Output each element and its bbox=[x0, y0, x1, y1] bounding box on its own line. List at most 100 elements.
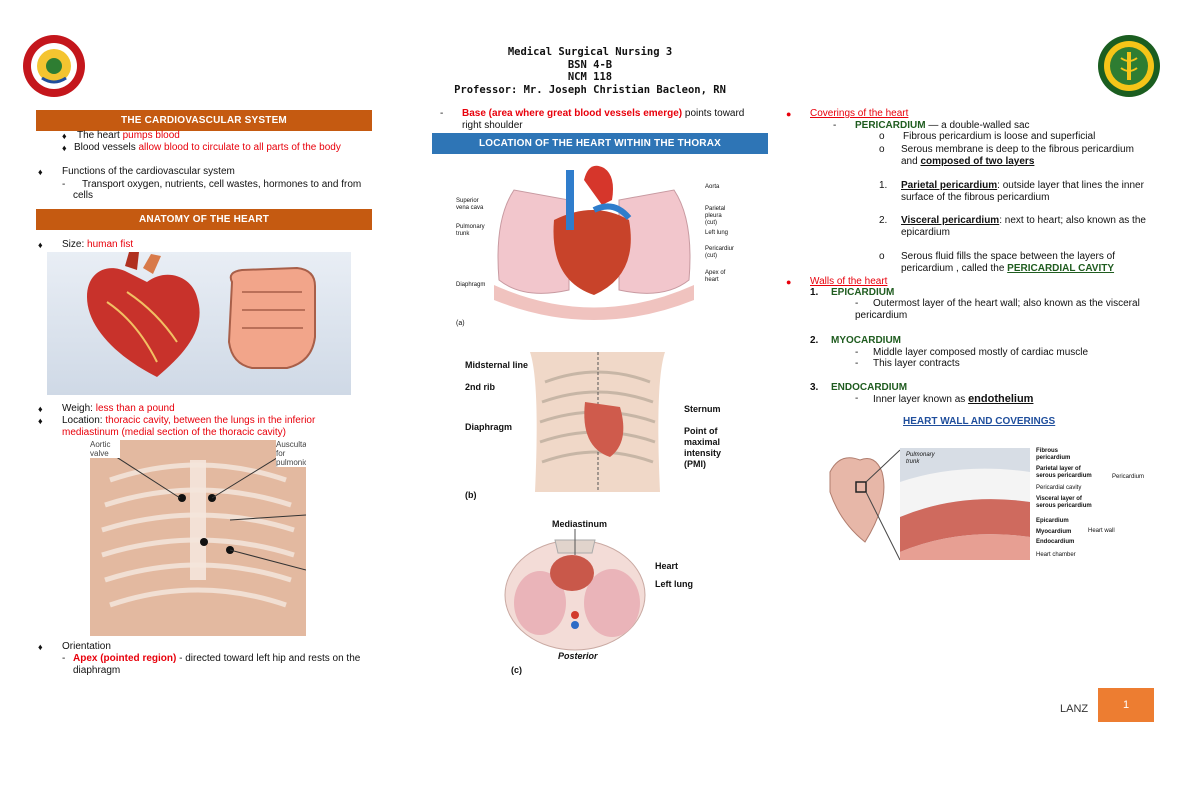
serous-item: Serous membrane is deep to the fibrous p… bbox=[901, 144, 1134, 155]
blood-vessels-item: Blood vessels allow blood to circulate t… bbox=[74, 142, 341, 153]
fig-b-label: intensity bbox=[684, 448, 722, 458]
dash-icon: - bbox=[855, 393, 859, 404]
anatomy-heading: ANATOMY OF THE HEART bbox=[36, 209, 372, 230]
dash-icon: - bbox=[62, 179, 66, 190]
fist-illustration bbox=[227, 266, 316, 369]
fig-b-label: Midsternal line bbox=[465, 360, 529, 370]
cardiovascular-system-heading: THE CARDIOVASCULAR SYSTEM bbox=[36, 110, 372, 131]
myocardium-desc-1: Middle layer composed mostly of cardiac … bbox=[873, 347, 1089, 358]
pericardium-item: PERICARDIUM — a double-walled sac bbox=[855, 120, 1030, 131]
location-item-cont: mediastinum (medial section of the thora… bbox=[62, 427, 286, 438]
fig-wall-label: Epicardium bbox=[1036, 518, 1069, 524]
visceral-item-cont: epicardium bbox=[901, 227, 950, 238]
fig-wall-label: Parietal layer of serous pericardium bbox=[1036, 466, 1092, 479]
heart-pumps-item: The heart pumps blood bbox=[77, 130, 180, 141]
fig-a-label: Aorta bbox=[705, 184, 720, 190]
fig-wall-label: Heart chamber bbox=[1036, 552, 1076, 558]
fig-b-label: (PMI) bbox=[684, 459, 706, 469]
ribcage-figure-b: Midsternal line 2nd rib Diaphragm Sternu… bbox=[460, 352, 730, 508]
course-title: Medical Surgical Nursing 3 bbox=[507, 46, 673, 58]
mediastinum-figure-c: Mediastinum Heart Left lung Posterior (c… bbox=[500, 515, 710, 680]
number-2: 2. bbox=[879, 215, 888, 226]
transport-line-2: cells bbox=[73, 190, 94, 201]
apex-item-cont: diaphragm bbox=[73, 665, 121, 676]
chest-label-pulmonic: Auscultation for pulmonic bbox=[276, 440, 306, 467]
fig-c-label: Posterior bbox=[558, 651, 598, 661]
fig-c-marker: (c) bbox=[511, 665, 522, 675]
epicardium-desc: Outermost layer of the heart wall; also … bbox=[873, 298, 1140, 309]
dash-icon: - bbox=[440, 108, 444, 119]
fig-b-label: Diaphragm bbox=[465, 422, 513, 432]
fig-wall-label: Fibrous pericardium bbox=[1036, 448, 1071, 461]
fig-c-label: Heart bbox=[655, 561, 679, 571]
page-number: 1 bbox=[1098, 688, 1154, 722]
fig-wall-label: Pericardial cavity bbox=[1036, 485, 1082, 491]
fig-b-label: Sternum bbox=[684, 404, 721, 414]
fig-b-label: 2nd rib bbox=[465, 382, 496, 392]
dash-icon: - bbox=[855, 347, 859, 358]
dash-icon: - bbox=[833, 120, 837, 131]
apex-item: Apex (pointed region) - directed toward … bbox=[73, 653, 361, 664]
fig-a-label: Left lung bbox=[705, 230, 729, 236]
section-name: BSN 4-B bbox=[567, 58, 613, 71]
serous-fluid-item-cont: pericardium , called the PERICARDIAL CAV… bbox=[901, 263, 1115, 274]
bullet-icon: ♦ bbox=[38, 404, 43, 414]
heart-vs-fist-image bbox=[47, 252, 351, 395]
fig-b-label: Point of bbox=[684, 426, 718, 436]
dash-icon: - bbox=[855, 358, 859, 369]
bullet-icon: ♦ bbox=[38, 167, 43, 177]
weigh-item: Weigh: less than a pound bbox=[62, 403, 175, 414]
red-bullet-icon: ● bbox=[786, 109, 792, 119]
left-university-seal bbox=[22, 34, 86, 98]
bullet-icon: ♦ bbox=[38, 240, 43, 250]
fibrous-item: Fibrous pericardium is loose and superfi… bbox=[903, 131, 1096, 142]
circle-bullet-icon: o bbox=[879, 251, 885, 262]
myocardium-desc-2: This layer contracts bbox=[873, 358, 960, 369]
fig-wall-label: Pericardium bbox=[1112, 474, 1145, 480]
fig-a-label: Parietal pleura (cut) bbox=[705, 206, 726, 226]
right-college-seal bbox=[1097, 34, 1161, 98]
dash-icon: - bbox=[62, 653, 66, 664]
fig-wall-label: Pulmonary trunk bbox=[906, 452, 935, 465]
course-code: NCM 118 bbox=[567, 71, 613, 83]
fig-a-marker: (a) bbox=[456, 320, 465, 327]
red-bullet-icon: ● bbox=[786, 277, 792, 287]
transport-line-1: Transport oxygen, nutrients, cell wastes… bbox=[82, 179, 362, 190]
footer-author: LANZ bbox=[1060, 703, 1089, 715]
number-1: 1. bbox=[879, 180, 888, 191]
epicardium-heading: EPICARDIUM bbox=[831, 287, 895, 298]
fig-wall-label: Myocardium bbox=[1036, 529, 1072, 535]
myocardium-heading: MYOCARDIUM bbox=[831, 335, 901, 346]
parietal-item-cont: surface of the fibrous pericardium bbox=[901, 192, 1050, 203]
number-2: 2. bbox=[810, 335, 819, 346]
thorax-figure-a: Superior vena cava Pulmonary trunk Diaph… bbox=[454, 160, 734, 330]
coverings-heading: Coverings of the heart bbox=[810, 108, 909, 119]
orientation-item: Orientation bbox=[62, 641, 111, 652]
fig-c-label: Left lung bbox=[655, 579, 693, 589]
base-item-cont: right shoulder bbox=[462, 120, 523, 131]
size-item: Size: human fist bbox=[62, 239, 134, 250]
parietal-item: Parietal pericardium: outside layer that… bbox=[901, 180, 1144, 191]
base-item: Base (area where great blood vessels eme… bbox=[462, 108, 745, 119]
bullet-icon: ♦ bbox=[62, 143, 67, 153]
walls-heading: Walls of the heart bbox=[810, 276, 888, 287]
heart-wall-caption: HEART WALL AND COVERINGS bbox=[903, 416, 1056, 427]
fig-b-label: maximal bbox=[684, 437, 721, 447]
bullet-icon: ♦ bbox=[38, 642, 43, 652]
bullet-icon: ♦ bbox=[62, 131, 67, 141]
endocardium-desc: Inner layer known as endothelium bbox=[873, 393, 1034, 405]
fig-a-label: Pericardium (cut) bbox=[705, 246, 734, 259]
fig-wall-label: Heart wall bbox=[1088, 528, 1115, 534]
location-heading: LOCATION OF THE HEART WITHIN THE THORAX bbox=[432, 133, 768, 154]
number-3: 3. bbox=[810, 382, 819, 393]
chest-auscultation-image: Aortic valve Auscultation for pulmonic bbox=[90, 440, 306, 636]
serous-item-cont: and composed of two layers bbox=[901, 156, 1035, 167]
fig-a-label: Apex of heart bbox=[705, 270, 726, 283]
serous-fluid-item: Serous fluid fills the space between the… bbox=[901, 251, 1116, 262]
functions-item: Functions of the cardiovascular system bbox=[62, 166, 235, 177]
fig-wall-label: Endocardium bbox=[1036, 539, 1075, 545]
endocardium-heading: ENDOCARDIUM bbox=[831, 382, 908, 393]
fig-a-label: Diaphragm bbox=[456, 282, 486, 288]
fig-c-label: Mediastinum bbox=[552, 519, 608, 529]
heart-illustration bbox=[87, 252, 200, 377]
